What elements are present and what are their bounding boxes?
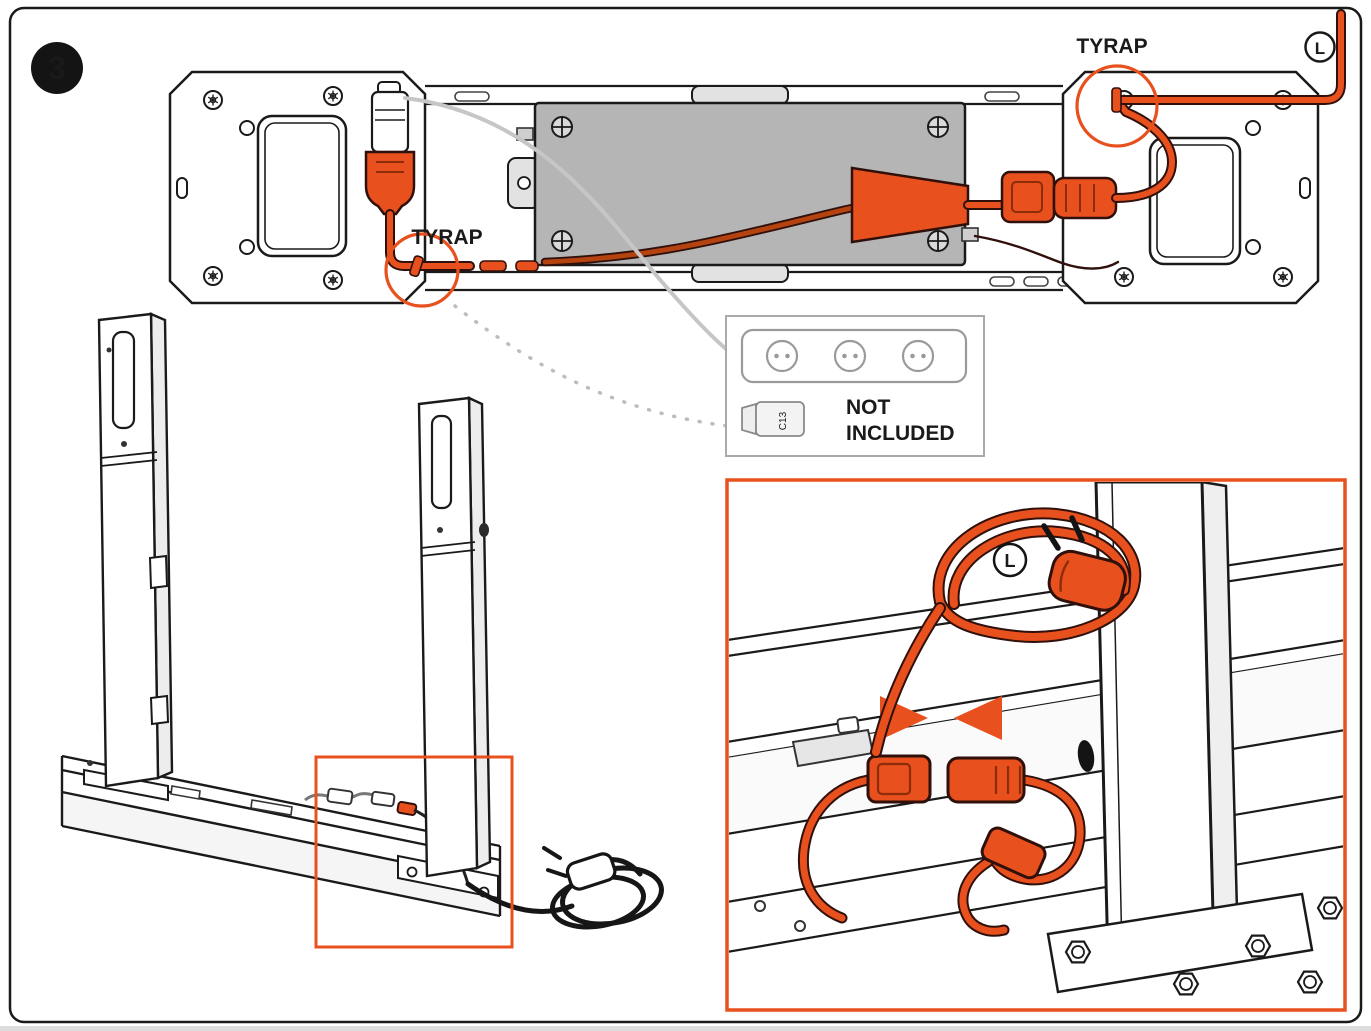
beam-hole [1077, 740, 1095, 772]
c13-connector-icon: C13 [741, 401, 805, 437]
tyrap-bottom: TYRAP [384, 226, 483, 308]
frame-isometric-view [60, 312, 664, 949]
step-badge: 3 [31, 42, 83, 94]
cable-l-letter-top: L [1315, 39, 1325, 58]
tyrap-top: TYRAP [1075, 35, 1159, 148]
not-included-box: C13 NOT INCLUDED [725, 315, 985, 457]
tyrap-highlight-circle-bottom [384, 232, 460, 308]
cabling [364, 9, 1346, 272]
c14-connector [1052, 176, 1118, 220]
tyrap-tie-top [1111, 87, 1122, 113]
inline-connector [370, 90, 410, 154]
wedge-connector [850, 166, 970, 244]
guide-curve-solid [403, 96, 744, 364]
zoom-inset: L [725, 478, 1347, 1012]
top-view-crossbar: TYRAP TYRAP L [168, 9, 1346, 308]
mains-cord [465, 846, 664, 930]
tyrap-label-top: TYRAP [1076, 35, 1147, 58]
not-included-line1: NOT [846, 396, 891, 419]
not-included-line2: INCLUDED [846, 422, 955, 445]
tyrap-label-bottom: TYRAP [411, 226, 482, 249]
cable-l-marker-top: L [1304, 31, 1336, 63]
inset-c13-connector [866, 754, 932, 804]
left-leg [97, 312, 174, 788]
mains-plug [565, 852, 617, 891]
leg-button [479, 523, 489, 537]
zoom-inset-border [725, 478, 1347, 1012]
tyrap-tie-bottom [409, 255, 424, 278]
tyrap-highlight-circle-top [1075, 64, 1159, 148]
cable-l-letter-inset: L [1005, 551, 1016, 571]
signal-cable [973, 234, 1120, 270]
cable-l-marker-inset: L [992, 542, 1028, 578]
c13-label: C13 [778, 411, 789, 430]
left-mounting-plate [168, 70, 427, 305]
inset-foot-plate [1046, 892, 1314, 994]
guide-curve-dashed [453, 304, 730, 428]
page-bottom-strip [0, 1026, 1371, 1031]
page-border [8, 6, 1363, 1024]
power-inlet-plug [364, 150, 416, 216]
right-leg [417, 396, 492, 878]
inset-mains-plug [1047, 549, 1127, 612]
inset-lower-connector [980, 826, 1047, 880]
arrow-left-icon [954, 696, 1002, 740]
zoom-highlight-rect [314, 755, 514, 949]
inset-c14-connector [946, 756, 1026, 804]
c13-connector [1000, 170, 1056, 224]
step-number: 3 [48, 50, 66, 86]
